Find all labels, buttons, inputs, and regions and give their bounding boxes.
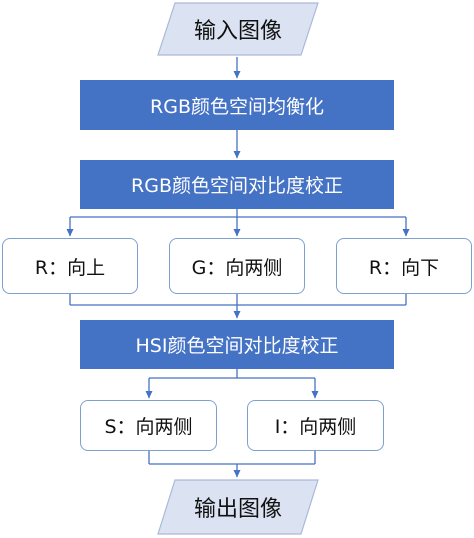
i-both-box: I：向两侧 (247, 400, 384, 451)
rgb-contrast-box: RGB颜色空间对比度校正 (80, 160, 394, 209)
r-up-label: R：向上 (34, 256, 106, 279)
s-both-box: S：向两侧 (80, 400, 217, 451)
r-up-box: R：向上 (2, 238, 138, 294)
output-image-node: 输出图像 (157, 479, 319, 535)
s-both-label: S：向两侧 (104, 416, 193, 438)
hsi-contrast-box: HSI颜色空间对比度校正 (80, 320, 394, 369)
hsi-contrast-label: HSI颜色空间对比度校正 (135, 335, 339, 357)
g-both-box: G：向两侧 (169, 238, 305, 294)
rgb-equalize-box: RGB颜色空间均衡化 (80, 80, 394, 130)
output-parallelogram (157, 479, 319, 535)
rgb-equalize-label: RGB颜色空间均衡化 (150, 95, 324, 118)
input-parallelogram (157, 2, 319, 56)
r-down-box: R：向下 (336, 238, 472, 294)
r-down-label: R：向下 (368, 256, 440, 279)
output-image-label: 输出图像 (193, 497, 282, 522)
g-both-label: G：向两侧 (191, 256, 283, 279)
input-image-label: 输入图像 (193, 19, 282, 44)
i-both-label: I：向两侧 (274, 416, 357, 438)
rgb-contrast-label: RGB颜色空间对比度校正 (131, 175, 343, 197)
input-image-node: 输入图像 (157, 2, 319, 56)
